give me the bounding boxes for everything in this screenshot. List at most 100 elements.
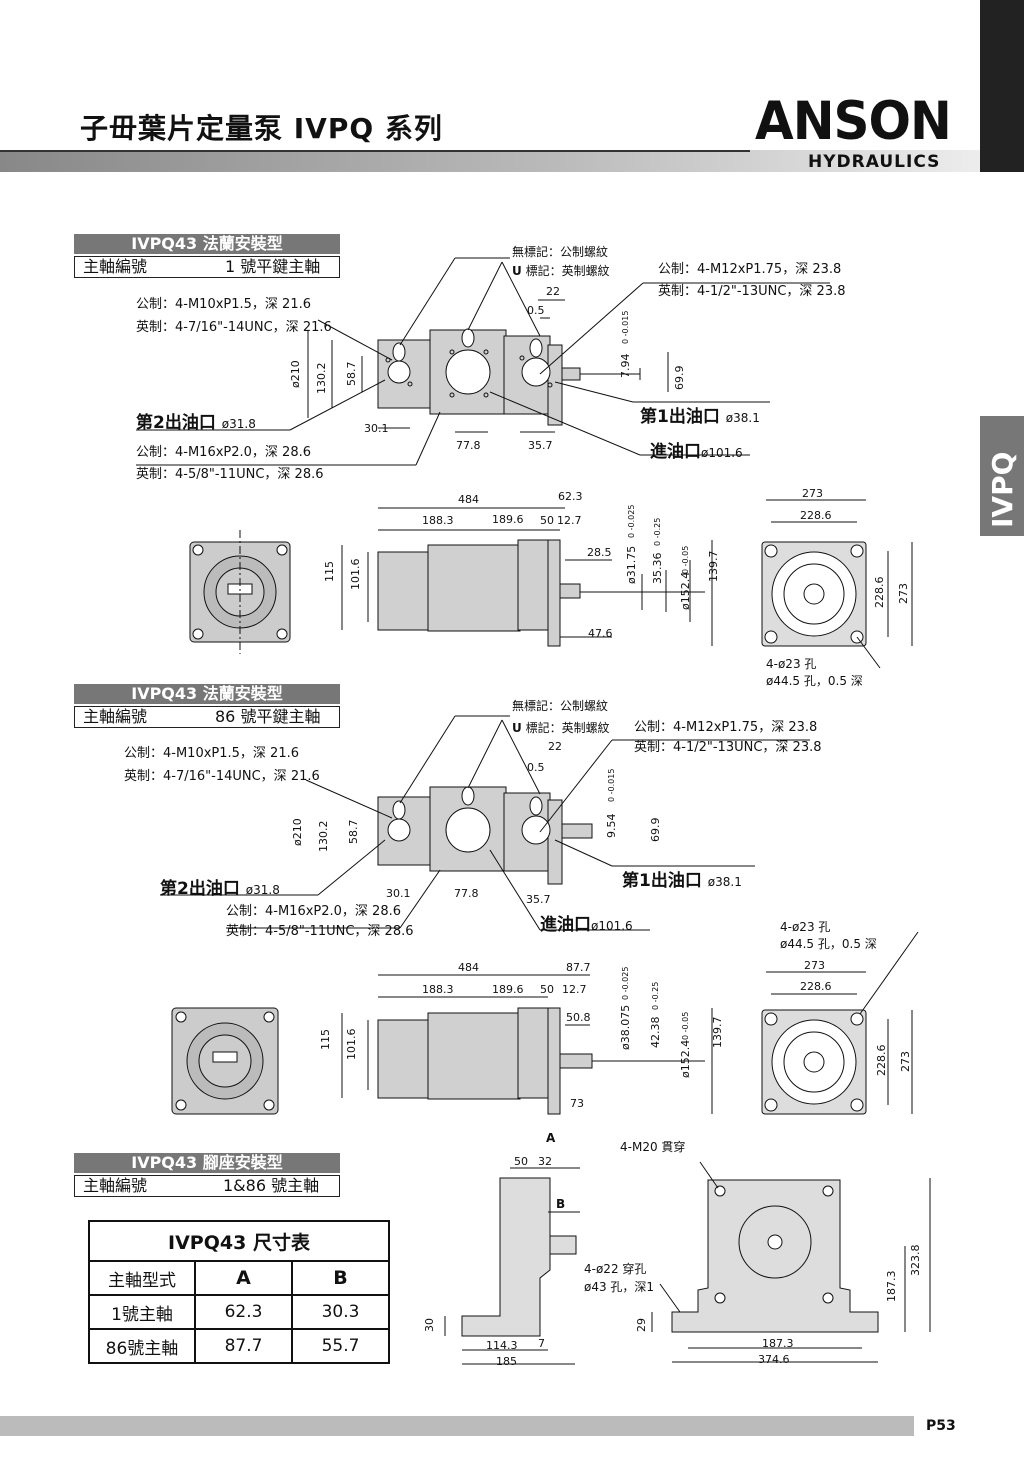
s1-thread-note-metric: 無標記：公制螺紋 [512, 245, 609, 259]
right-edge-bar [980, 0, 1024, 172]
dimension-table: IVPQ43 尺寸表 主軸型式 A B 1號主軸 62.3 30.3 86號主軸… [88, 1220, 390, 1364]
s3-dim-29: 29 [635, 1318, 648, 1332]
s1-side-view [377, 539, 581, 647]
s1-dim-794-tol: 0 -0.015 [621, 310, 630, 344]
s1-dim-778: 77.8 [456, 439, 481, 452]
s1-dim-285: 28.5 [587, 546, 612, 559]
s2-dim-954: 9.54 [605, 813, 618, 839]
s1-left-end-view [189, 530, 291, 654]
s2-dim-2286v: 228.6 [875, 1044, 888, 1077]
s2-side-view [377, 1007, 593, 1115]
s2-dim-115: 115 [319, 1029, 332, 1050]
section2-shaft-label: 主軸編號 [83, 707, 148, 726]
s2-dim-1524: ø152.4 [679, 1039, 692, 1078]
s3-dim-1873: 187.3 [762, 1337, 794, 1350]
s2-dim-301: 30.1 [386, 887, 411, 900]
s2-dim-127: 12.7 [562, 983, 587, 996]
s2-dim-954-tol: 0 -0.015 [607, 768, 616, 802]
section3-shaft-value: 1&86 號主軸 [223, 1176, 320, 1195]
s1-inlet-label: 進油口ø101.6 [650, 442, 743, 462]
s3-dim-185: 185 [496, 1355, 517, 1368]
s1-dim-623: 62.3 [558, 490, 583, 503]
s1-inlet-metric: 公制：4-M16xP2.0，深 28.6 [136, 445, 312, 460]
table-row: 86號主軸 87.7 55.7 [88, 1328, 390, 1364]
page-number: P53 [926, 1418, 956, 1434]
s1-outlet1-label: 第1出油口 ø38.1 [640, 407, 760, 427]
s2-dim-4238-tol: 0 -0.25 [651, 981, 660, 1010]
s3-dim-3746: 374.6 [758, 1353, 790, 1366]
s1-outlet2-label: 第2出油口 ø31.8 [136, 413, 256, 433]
side-tab [980, 416, 1024, 536]
s1-dim-476: 47.6 [588, 627, 613, 640]
s1-dim-699: 69.9 [673, 365, 686, 391]
header-underline [0, 150, 750, 152]
dimension-table-header: A [194, 1260, 293, 1296]
section2-shaft-value: 86 號平鍵主軸 [215, 707, 321, 726]
s1-dim-484: 484 [458, 493, 479, 506]
s2-left-end-view [171, 1007, 279, 1115]
s2-dim-877: 87.7 [566, 961, 591, 974]
s1-outlet2-imperial: 英制：4-7/16"-14UNC，深 21.6 [136, 320, 332, 335]
s1-dim-1883: 188.3 [422, 514, 454, 527]
s2-outlet1-metric: 公制：4-M12xP1.75，深 23.8 [634, 720, 818, 735]
s3-h43-label: ø43 孔，深1 [584, 1280, 655, 1294]
s1-dim-3536: 35.36 [651, 552, 664, 585]
footer-bar [0, 1416, 914, 1436]
s2-dim-587: 58.7 [347, 819, 360, 845]
table-cell: 1號主軸 [88, 1294, 196, 1330]
s2-dim-1883: 188.3 [422, 983, 454, 996]
s2-inlet-metric: 公制：4-M16xP2.0，深 28.6 [226, 904, 402, 919]
s2-dim-273v: 273 [899, 1051, 912, 1072]
s2-hole1: 4-ø23 孔 [780, 920, 831, 934]
s3-dim-A: A [546, 1131, 556, 1145]
s3-dim-30: 30 [423, 1318, 436, 1332]
s3-dim-B: B [556, 1197, 566, 1211]
dimension-table-header: 主軸型式 [88, 1260, 196, 1296]
s2-outlet2-label: 第2出油口 ø31.8 [160, 879, 280, 899]
s2-dim-2286: 228.6 [800, 980, 832, 993]
s1-side-dimlines [341, 507, 713, 646]
s2-side-dimlines [341, 974, 713, 1114]
s2-top-view [377, 786, 593, 885]
s2-outlet1-imperial: 英制：4-1/2"-13UNC，深 23.8 [634, 740, 822, 755]
s2-dim-130: 130.2 [317, 820, 330, 853]
s1-dim-130: 130.2 [315, 362, 328, 395]
s1-leaders [136, 257, 830, 466]
s1-dim-794: 7.94 [619, 353, 632, 379]
s3-dim-3238: 323.8 [909, 1244, 922, 1277]
s2-thread-note-u: U 標記：英制螺紋 [512, 721, 610, 735]
s3-front-view [651, 1161, 931, 1363]
s2-dim-4238: 42.38 [649, 1016, 662, 1049]
s1-dim-273v: 273 [897, 583, 910, 604]
s2-inlet-imperial: 英制：4-5/8"-11UNC，深 28.6 [226, 924, 414, 939]
s1-inlet-imperial: 英制：4-5/8"-11UNC，深 28.6 [136, 467, 324, 482]
table-row: 1號主軸 62.3 30.3 [88, 1294, 390, 1330]
s1-top-dimlines [307, 299, 669, 433]
s2-dim-50: 50 [540, 983, 554, 996]
s1-dim-1524: ø152.4 [679, 571, 692, 610]
section1-shaft-value: 1 號平鍵主軸 [225, 257, 321, 276]
brand-subtitle: HYDRAULICS [808, 152, 941, 172]
s3-h22-label: 4-ø22 穿孔 [584, 1262, 647, 1276]
s2-hole2: ø44.5 孔，0.5 深 [780, 937, 877, 951]
s1-dim-587: 58.7 [345, 361, 358, 387]
s1-outlet1-imperial: 英制：4-1/2"-13UNC，深 23.8 [658, 284, 846, 299]
s1-dim-273: 273 [802, 487, 823, 500]
s2-inlet-label: 進油口ø101.6 [540, 915, 633, 935]
s2-dim-508: 50.8 [566, 1011, 591, 1024]
brand-logo: ANSON [755, 90, 952, 152]
section3-shaft-label: 主軸編號 [83, 1176, 148, 1195]
section3-shaft-row: 主軸編號 1&86 號主軸 [74, 1175, 340, 1197]
s2-dim-699: 69.9 [649, 817, 662, 843]
s2-dim-22: 22 [548, 740, 562, 753]
table-cell: 86號主軸 [88, 1328, 196, 1364]
s1-thread-note-u: U 標記：英制螺紋 [512, 264, 610, 278]
s1-hole1: 4-ø23 孔 [766, 657, 817, 671]
s3-dim-7: 7 [538, 1337, 545, 1350]
s1-dim-50: 50 [540, 514, 554, 527]
s3-m20-label: 4-M20 貫穿 [620, 1140, 686, 1154]
s1-dim-127: 12.7 [557, 514, 582, 527]
s1-dim-357: 35.7 [528, 439, 553, 452]
s2-thread-note-metric: 無標記：公制螺紋 [512, 699, 609, 713]
